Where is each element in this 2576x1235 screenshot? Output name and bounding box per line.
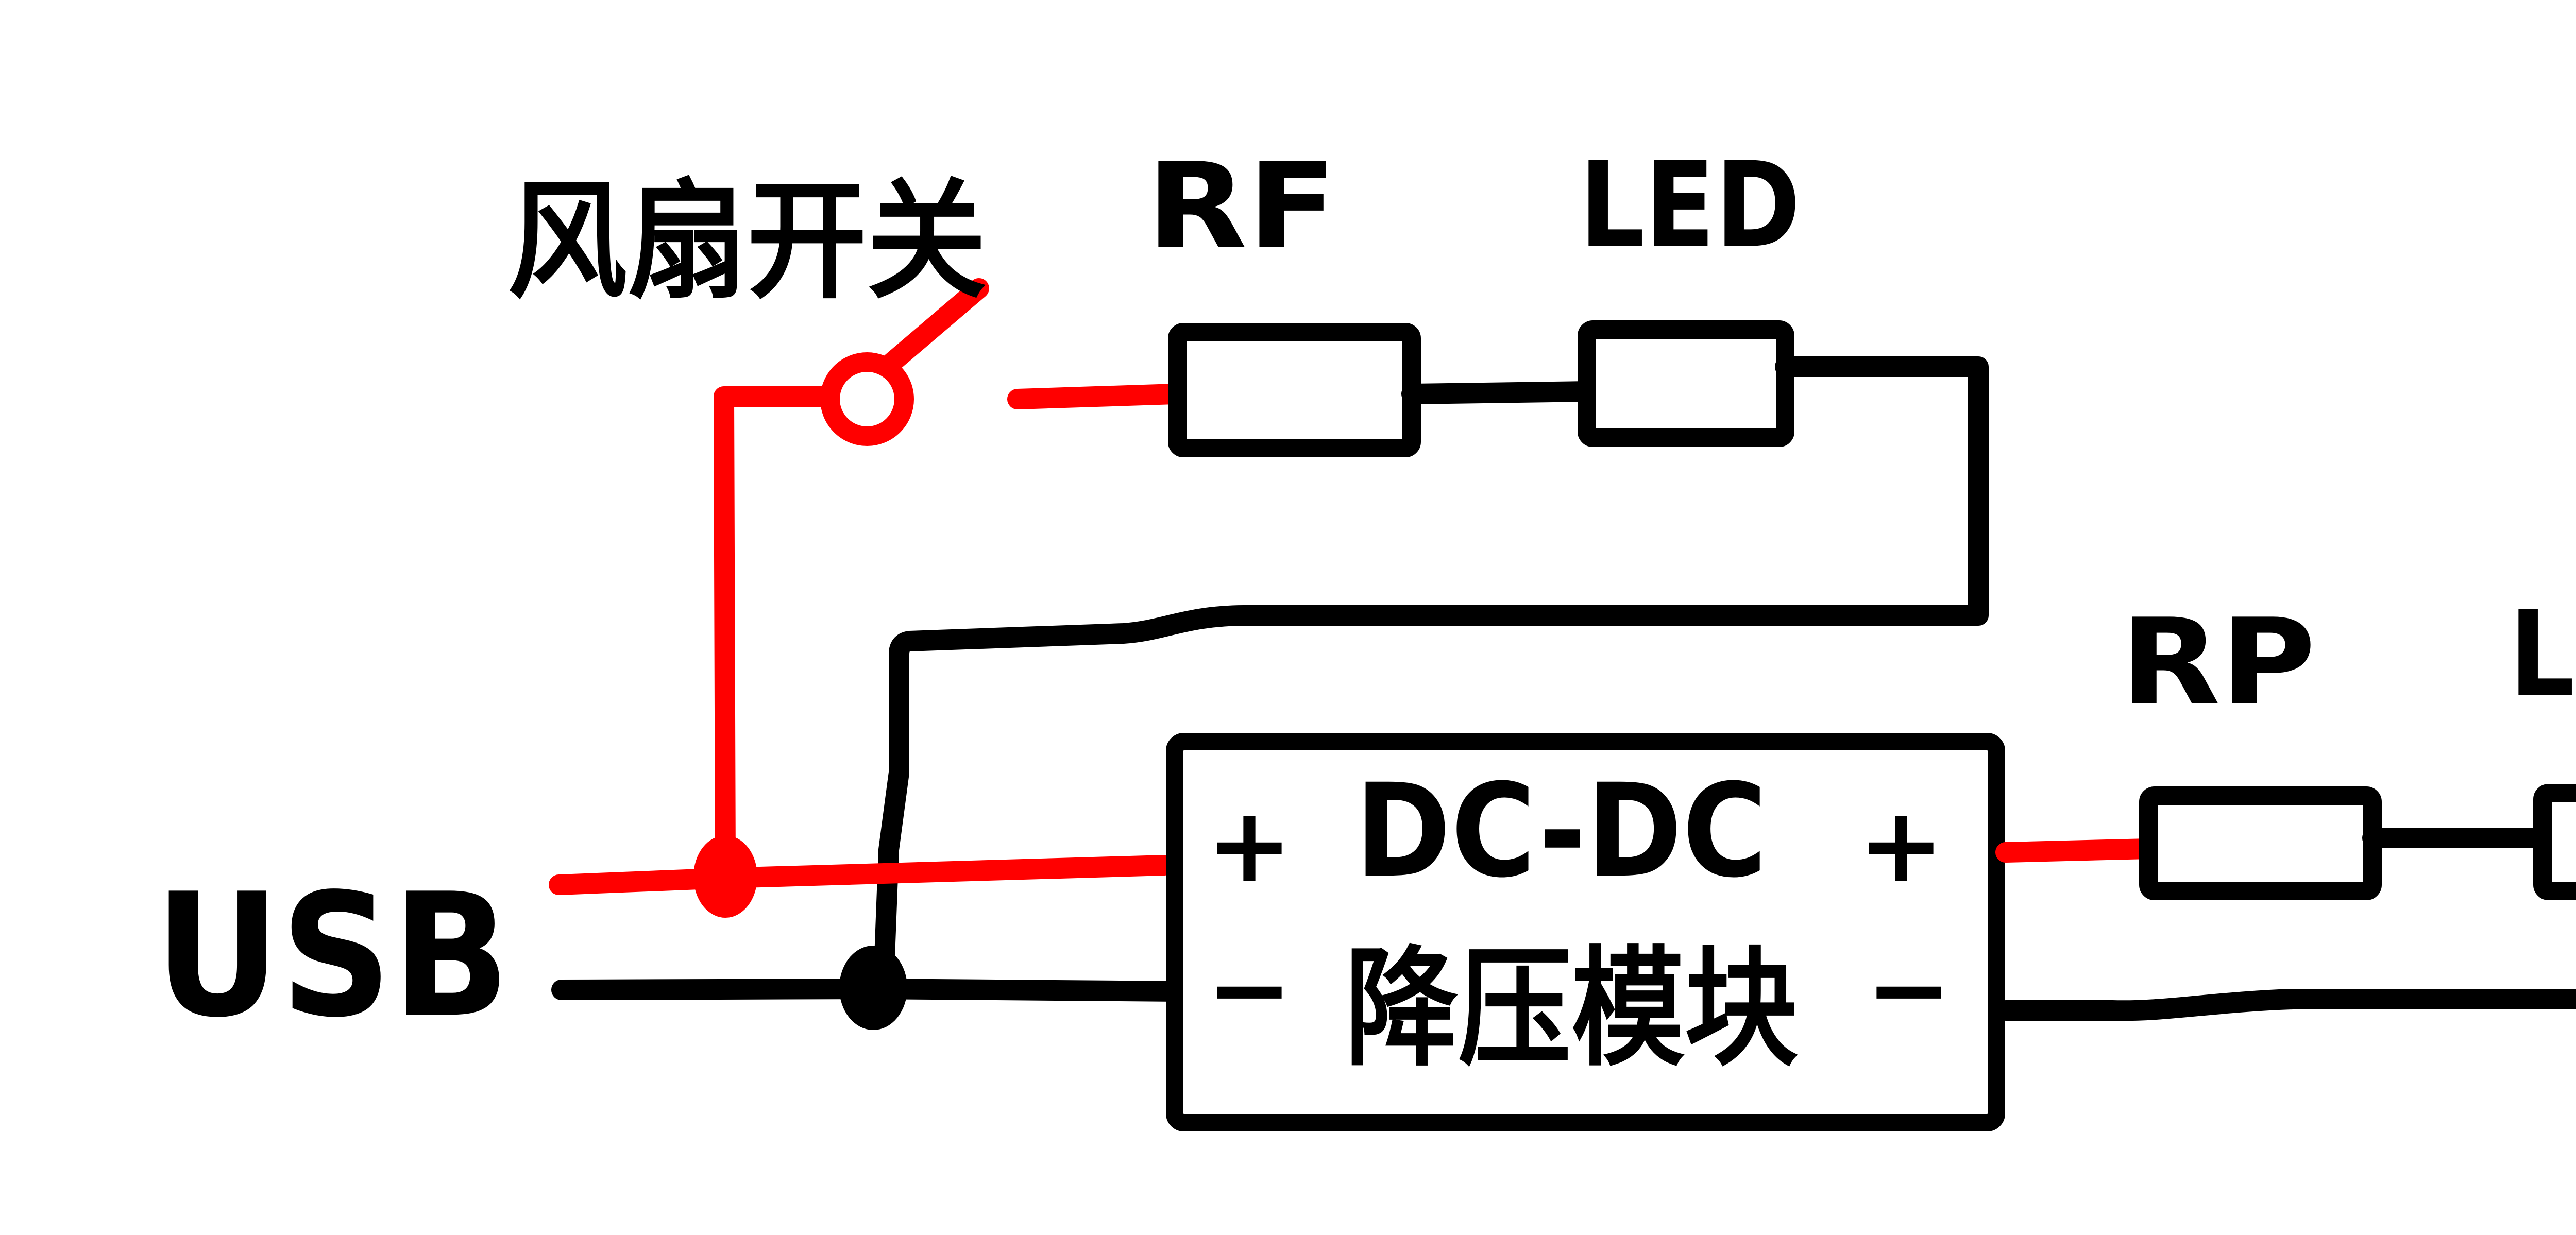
- label-led-top: LED: [1579, 137, 1801, 275]
- wire-led-top-return: [873, 356, 1989, 994]
- label-usb: USB: [155, 857, 510, 1055]
- dcdc-title: DC-DC: [1355, 756, 1767, 906]
- dcdc-output-plus: +: [1858, 785, 1944, 905]
- label-rp: RP: [2120, 594, 2316, 731]
- switch-lever: [881, 278, 989, 373]
- junction-negative-icon: [839, 946, 907, 1030]
- switch-pivot-icon: [820, 352, 914, 446]
- label-fan-switch: 风扇开关: [507, 166, 987, 316]
- wire-usb-plus: [549, 855, 1175, 895]
- resistor-rf: [1168, 323, 1421, 457]
- junction-positive-icon: [693, 835, 757, 918]
- label-led-bottom: LED: [2509, 586, 2576, 724]
- dcdc-input-plus: +: [1206, 785, 1293, 905]
- resistor-rp: [2139, 786, 2382, 900]
- dcdc-subtitle: 降压模块: [1345, 934, 1798, 1084]
- wire-led-bottom-return: [1995, 989, 2576, 1021]
- wire-rf-to-led-top: [1401, 381, 1597, 404]
- wire-dcdc-out-plus: [1995, 838, 2159, 863]
- dcdc-input-minus: −: [1206, 930, 1293, 1050]
- label-rf: RF: [1146, 138, 1337, 276]
- led-bottom: [2533, 784, 2576, 900]
- wire-usb-plus-to-switch: [714, 386, 842, 881]
- dcdc-module-box: [1166, 733, 2005, 1131]
- dcdc-output-minus: −: [1866, 930, 1952, 1050]
- wire-switch-to-rf: [1007, 384, 1185, 409]
- led-top: [1578, 320, 1794, 447]
